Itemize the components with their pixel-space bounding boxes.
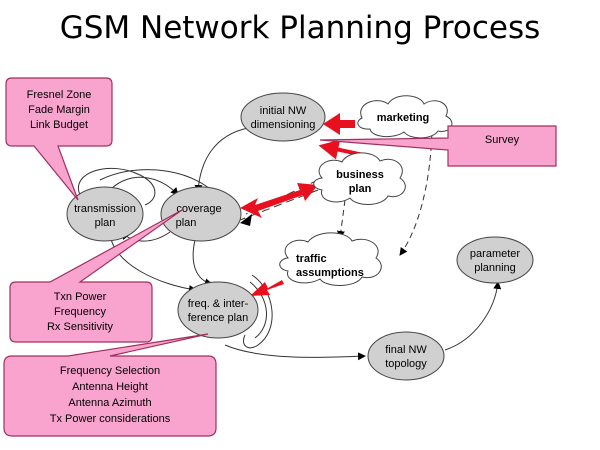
svg-text:business: business — [336, 169, 384, 181]
svg-text:parameter: parameter — [470, 248, 520, 260]
svg-text:freq. & inter-: freq. & inter- — [188, 298, 249, 310]
node-initial-nw: initial NW dimensioning — [240, 92, 326, 142]
arrow-freq-to-topology — [224, 344, 366, 361]
svg-text:assumptions: assumptions — [296, 267, 364, 279]
svg-text:Rx Sensitivity: Rx Sensitivity — [47, 321, 114, 333]
dashed-arrowhead — [240, 214, 252, 226]
svg-text:plan: plan — [95, 217, 116, 229]
callout-coverage-params: Txn Power Frequency Rx Sensitivity — [9, 209, 183, 343]
arrow-coverage-to-freq — [192, 239, 213, 287]
node-coverage-plan: coverage plan — [160, 186, 242, 242]
slide-title: GSM Network Planning Process — [59, 10, 541, 46]
svg-text:Tx Power considerations: Tx Power considerations — [50, 413, 171, 425]
svg-text:dimensioning: dimensioning — [251, 119, 316, 131]
node-transmission-plan: transmission plan — [66, 186, 144, 242]
svg-text:Fade Margin: Fade Margin — [28, 104, 90, 116]
loop-freq-2 — [249, 281, 267, 339]
svg-text:Fresnel Zone: Fresnel Zone — [27, 89, 92, 101]
red-arrow-survey-to-initial — [318, 139, 362, 160]
dashed-marketing-to-traffic — [399, 124, 433, 256]
red-arrow-traffic-to-freq — [250, 280, 284, 296]
node-final-topology: final NW topology — [367, 331, 445, 381]
loop-transmission — [77, 167, 156, 206]
arrow-topology-to-parameter — [444, 281, 502, 351]
svg-text:coverage: coverage — [176, 203, 221, 215]
svg-text:plan: plan — [176, 217, 197, 229]
svg-text:initial NW: initial NW — [260, 105, 307, 117]
red-double-arrow-coverage-business — [240, 183, 318, 218]
cloud-traffic-assumptions: traffic assumptions — [279, 232, 382, 286]
svg-text:Survey: Survey — [485, 134, 520, 146]
svg-text:transmission: transmission — [74, 203, 136, 215]
arrow-initial-to-coverage — [194, 127, 249, 193]
svg-text:Antenna Azimuth: Antenna Azimuth — [68, 397, 151, 409]
svg-text:planning: planning — [474, 262, 516, 274]
arrow-transmission-to-freq — [109, 234, 197, 293]
svg-text:plan: plan — [349, 183, 372, 195]
svg-text:traffic: traffic — [296, 253, 327, 265]
callout-survey: Survey — [319, 125, 557, 167]
callout-link-budget: Fresnel Zone Fade Margin Link Budget — [5, 77, 113, 201]
cloud-business-plan: business plan — [313, 152, 406, 205]
node-parameter-planning: parameter planning — [456, 236, 534, 284]
red-arrow-marketing-to-initial — [323, 113, 355, 135]
svg-text:marketing: marketing — [377, 112, 430, 124]
svg-text:ference plan: ference plan — [188, 312, 249, 324]
svg-text:Frequency Selection: Frequency Selection — [60, 365, 160, 377]
svg-text:topology: topology — [385, 358, 427, 370]
callout-frequency-params: Frequency Selection Antenna Height Anten… — [3, 333, 217, 437]
highlight-arrows — [240, 113, 362, 296]
svg-text:Link Budget: Link Budget — [30, 119, 88, 131]
svg-text:Frequency: Frequency — [54, 306, 106, 318]
svg-text:final NW: final NW — [385, 344, 427, 356]
svg-text:Antenna Height: Antenna Height — [72, 381, 148, 393]
svg-text:Txn Power: Txn Power — [54, 291, 107, 303]
cloud-marketing: marketing — [357, 95, 453, 139]
node-freq-plan: freq. & inter- ference plan — [177, 281, 259, 339]
dashed-business-to-traffic — [336, 199, 346, 239]
